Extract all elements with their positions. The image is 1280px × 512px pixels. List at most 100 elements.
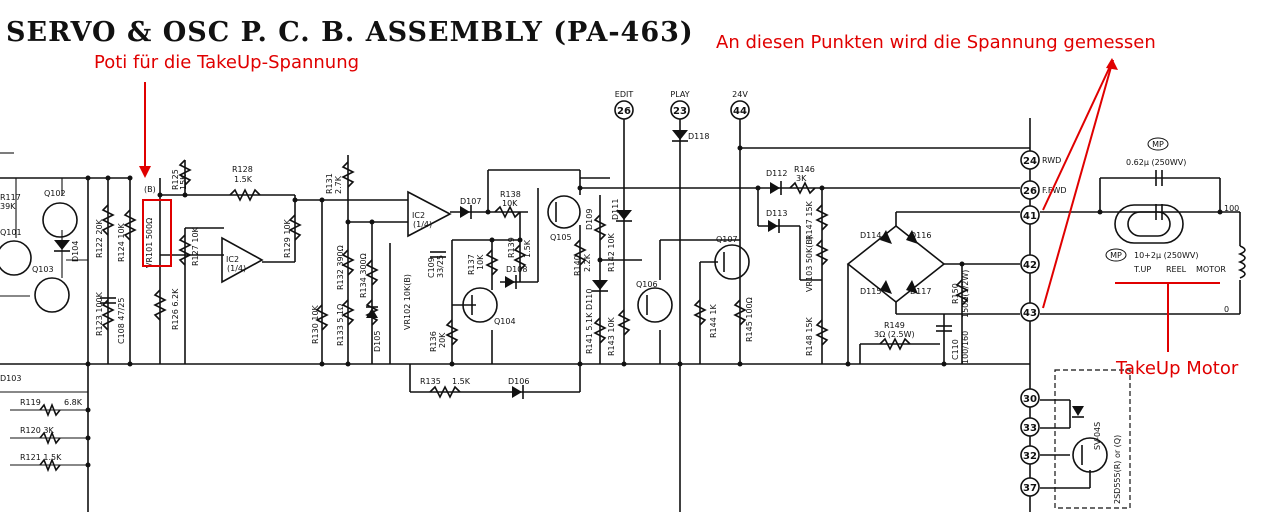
svg-text:R136: R136	[429, 331, 438, 352]
svg-text:26: 26	[1023, 186, 1037, 197]
svg-text:100: 100	[1224, 204, 1239, 213]
svg-text:R144 1K: R144 1K	[709, 304, 718, 338]
svg-text:MP: MP	[1152, 140, 1164, 149]
svg-text:R137: R137	[467, 254, 476, 275]
svg-text:R125: R125	[171, 169, 180, 190]
svg-text:R121 1.5K: R121 1.5K	[20, 453, 62, 462]
terminals: 26 23 44 24 26 41 42 43 30 33 32 37	[614, 100, 1040, 497]
svg-text:26: 26	[617, 106, 631, 117]
svg-text:42: 42	[1023, 260, 1037, 271]
svg-text:D110: D110	[585, 289, 594, 310]
svg-text:R119: R119	[20, 398, 41, 407]
svg-text:R138: R138	[500, 190, 521, 199]
svg-text:R122 20K: R122 20K	[95, 218, 104, 258]
terminal-44: 44	[730, 100, 750, 120]
svg-text:T.UP: T.UP	[1133, 265, 1151, 274]
svg-text:R124 10K: R124 10K	[117, 222, 126, 262]
svg-text:D106: D106	[508, 377, 529, 386]
svg-text:Q103: Q103	[32, 265, 54, 274]
svg-text:R131: R131	[325, 173, 334, 194]
svg-text:41: 41	[1023, 211, 1037, 222]
terminal-33: 33	[1020, 417, 1040, 437]
svg-text:Q102: Q102	[44, 189, 66, 198]
terminal-37: 37	[1020, 477, 1040, 497]
svg-text:R117: R117	[0, 193, 21, 202]
annotation-poti: Poti für die TakeUp-Spannung	[94, 52, 359, 73]
svg-text:C109: C109	[427, 257, 436, 278]
op-amps	[221, 190, 452, 284]
svg-text:D105: D105	[373, 331, 382, 352]
svg-text:VR102 10K(B): VR102 10K(B)	[403, 274, 412, 330]
svg-text:(B): (B)	[144, 185, 156, 194]
terminal-43: 43	[1020, 302, 1040, 322]
svg-text:RWD: RWD	[1042, 156, 1061, 165]
svg-text:D104: D104	[71, 241, 80, 262]
svg-text:(1/4): (1/4)	[413, 220, 432, 229]
svg-text:D111: D111	[611, 199, 620, 220]
svg-text:Q101: Q101	[0, 228, 22, 237]
svg-text:1.5K: 1.5K	[234, 175, 253, 184]
svg-text:R126 6.2K: R126 6.2K	[171, 288, 180, 330]
terminal-32: 32	[1020, 445, 1040, 465]
svg-text:2.7K: 2.7K	[334, 175, 343, 194]
svg-text:24V: 24V	[732, 90, 748, 99]
terminal-30: 30	[1020, 388, 1040, 408]
svg-text:R123 100K: R123 100K	[95, 291, 104, 336]
annotation-measurement-points: An diesen Punkten wird die Spannung geme…	[716, 32, 1156, 53]
svg-text:24: 24	[1023, 156, 1037, 167]
svg-text:R146: R146	[794, 165, 815, 174]
svg-text:MOTOR: MOTOR	[1196, 265, 1226, 274]
svg-text:D115: D115	[860, 287, 881, 296]
svg-text:D114: D114	[860, 231, 881, 240]
svg-text:3K: 3K	[796, 174, 807, 183]
svg-text:32: 32	[1023, 451, 1037, 462]
svg-text:2SD555(R) or (Q): 2SD555(R) or (Q)	[1113, 435, 1122, 504]
svg-text:R150: R150	[951, 283, 960, 304]
svg-text:PLAY: PLAY	[670, 90, 689, 99]
terminal-labels: EDIT PLAY 24V RWD F.FWD	[615, 90, 1067, 195]
svg-text:R135: R135	[420, 377, 441, 386]
terminal-26-top: 26	[614, 100, 634, 120]
resistors-horizontal	[39, 181, 911, 473]
svg-text:R128: R128	[232, 165, 253, 174]
svg-text:D117: D117	[910, 287, 931, 296]
svg-text:D116: D116	[910, 231, 931, 240]
component-labels: R117 39K Q102 Q101 Q103 D104 R122 20K R1…	[0, 132, 1239, 504]
svg-text:R149: R149	[884, 321, 905, 330]
svg-text:D118: D118	[688, 132, 709, 141]
svg-text:EDIT: EDIT	[615, 90, 634, 99]
svg-text:R148 15K: R148 15K	[805, 316, 814, 356]
svg-text:30: 30	[1023, 394, 1037, 405]
svg-text:VR101 500Ω: VR101 500Ω	[145, 218, 154, 268]
svg-text:R133 5.1Ω: R133 5.1Ω	[336, 304, 345, 346]
transistors	[0, 195, 1108, 473]
svg-text:R141 5.1K: R141 5.1K	[585, 312, 594, 354]
svg-text:D113: D113	[766, 209, 787, 218]
terminal-23: 23	[670, 100, 690, 120]
svg-text:0: 0	[1224, 305, 1229, 314]
svg-text:C110: C110	[951, 339, 960, 360]
svg-text:R120 3K: R120 3K	[20, 426, 54, 435]
svg-text:33: 33	[1023, 423, 1037, 434]
svg-text:2.2K: 2.2K	[583, 253, 592, 272]
svg-text:3Ω (2.5W): 3Ω (2.5W)	[874, 330, 915, 339]
svg-text:C108 47/25: C108 47/25	[117, 298, 126, 344]
svg-text:R143 10K: R143 10K	[607, 316, 616, 356]
svg-text:F.FWD: F.FWD	[1042, 186, 1067, 195]
svg-text:D103: D103	[0, 374, 21, 383]
svg-text:Q106: Q106	[636, 280, 658, 289]
takeup-motor-symbol	[1054, 204, 1246, 509]
svg-text:39K: 39K	[0, 202, 16, 211]
svg-text:0.62μ (250WV): 0.62μ (250WV)	[1126, 158, 1186, 167]
junctions	[85, 145, 1223, 468]
svg-text:37: 37	[1023, 483, 1037, 494]
svg-text:Q105: Q105	[550, 233, 572, 242]
svg-text:R147 15K: R147 15K	[805, 200, 814, 240]
svg-text:33/25: 33/25	[436, 255, 445, 278]
svg-text:1.5K: 1.5K	[452, 377, 471, 386]
svg-text:D112: D112	[766, 169, 787, 178]
diodes	[54, 130, 1084, 418]
svg-text:R130 10K: R130 10K	[311, 304, 320, 344]
svg-text:R127 10K: R127 10K	[191, 226, 200, 266]
